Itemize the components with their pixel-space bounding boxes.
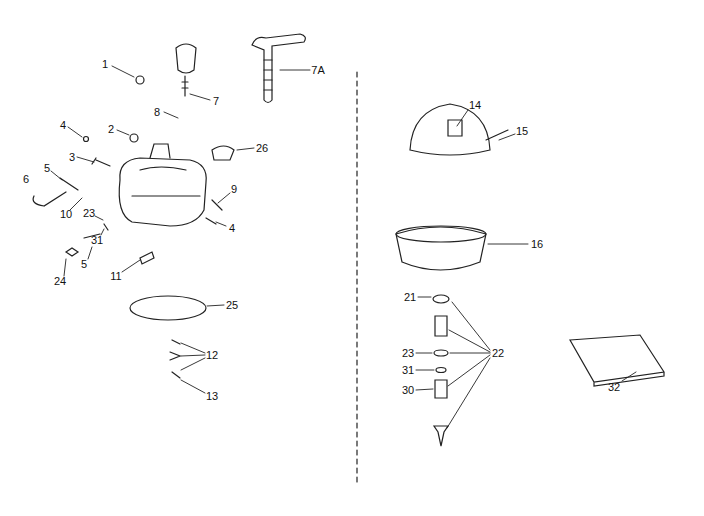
callout-number: 25 [226, 299, 238, 311]
washer-part [434, 350, 448, 356]
screw-part [206, 200, 222, 224]
callout-number: 24 [54, 275, 66, 287]
callout-number: 8 [154, 106, 160, 118]
stem-part [176, 44, 196, 73]
callout-number: 7 [213, 95, 219, 107]
screw-part [182, 76, 188, 96]
callout-number: 9 [231, 183, 237, 195]
callout-number: 4 [229, 222, 235, 234]
cover-part [410, 104, 490, 155]
bolt-part [434, 426, 448, 446]
gasket-part [130, 296, 206, 320]
callout-number: 23 [402, 347, 414, 359]
callout-number: 22 [492, 347, 504, 359]
callout-number: 14 [469, 99, 481, 111]
callout-number: 23 [83, 207, 95, 219]
callout-number: 21 [404, 291, 416, 303]
spring-part [92, 158, 110, 166]
nut-part [435, 316, 447, 336]
carburetor-body [119, 158, 206, 226]
callout-number: 6 [23, 173, 29, 185]
leader-lines [51, 66, 636, 428]
callout-number: 32 [608, 381, 620, 393]
washer-part [436, 368, 446, 373]
callout-number: 30 [402, 384, 414, 396]
bowl-part [396, 227, 486, 270]
body-detail [132, 144, 200, 196]
callout-number: 12 [206, 349, 218, 361]
callout-number: 7A [311, 64, 324, 76]
callout-number: 2 [108, 123, 114, 135]
nut-part [136, 76, 144, 84]
callout-number: 5 [81, 258, 87, 270]
callout-number: 16 [531, 238, 543, 250]
plate-part [212, 146, 234, 160]
bowl-rim [396, 226, 486, 242]
spring-part [435, 380, 447, 398]
callout-number: 10 [60, 208, 72, 220]
cover-detail [448, 120, 508, 140]
washer-part [433, 295, 449, 303]
divider-line [356, 72, 357, 485]
callout-number: 15 [516, 125, 528, 137]
needle-valve-part [66, 224, 108, 256]
callout-number: 1 [102, 58, 108, 70]
lever-part [252, 34, 305, 103]
small-parts [170, 340, 180, 378]
callout-number: 11 [110, 270, 121, 282]
lever-thread [264, 60, 272, 90]
callout-number: 26 [256, 142, 268, 154]
callout-number: 31 [91, 234, 103, 246]
screw-part [84, 137, 89, 142]
screw-part [130, 134, 138, 142]
shaft-part [140, 252, 154, 264]
callout-number: 13 [206, 390, 218, 402]
manual-booklet [570, 335, 664, 386]
needle-part [33, 178, 78, 206]
callout-number: 3 [69, 151, 75, 163]
callout-number: 31 [402, 364, 414, 376]
callout-number: 5 [44, 162, 50, 174]
callout-number: 4 [60, 119, 66, 131]
